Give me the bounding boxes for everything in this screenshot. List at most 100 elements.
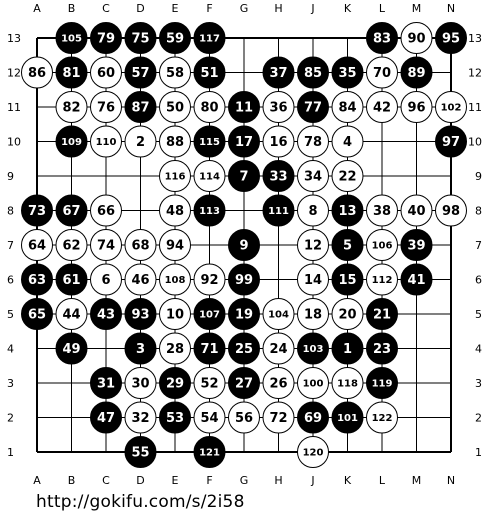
stone-disc [228,367,260,399]
stone-disc [124,436,157,468]
stone-disc [262,91,295,123]
stone-disc [400,56,433,89]
move-number: 50 [166,101,184,116]
column-label: C [102,2,110,15]
row-label: 6 [7,274,14,287]
stone-disc [331,401,364,434]
white-stone: 4 [331,125,364,158]
move-number: 61 [62,273,80,288]
move-number: 35 [338,66,356,81]
stone-disc [21,263,53,296]
stone-disc [90,56,122,89]
stone-disc [400,194,433,227]
move-number: 29 [166,377,184,392]
stone-disc [55,56,88,89]
stone-disc [90,91,122,123]
row-label: 13 [468,32,482,45]
black-stone: 37 [262,56,295,89]
stone-disc [193,367,226,399]
stone-disc [55,332,88,365]
stone-disc [124,91,157,123]
stone-disc [262,298,295,330]
stone-disc [90,298,122,330]
move-number: 81 [62,66,80,81]
stone-disc [124,332,157,365]
stone-disc [366,91,398,123]
row-label: 12 [7,67,21,80]
white-stone: 114 [193,160,226,192]
stone-disc [228,160,260,192]
move-number: 108 [165,275,186,286]
move-number: 13 [338,204,356,219]
stone-disc [90,401,122,434]
row-label: 8 [475,205,482,218]
column-label: G [240,2,249,15]
move-number: 43 [97,308,115,323]
row-label: 9 [7,170,14,183]
white-stone: 38 [366,194,398,227]
move-number: 116 [165,172,186,183]
move-number: 21 [373,308,391,323]
move-number: 80 [200,101,218,116]
white-stone: 96 [400,91,433,123]
stone-disc [193,91,226,123]
move-number: 28 [166,342,184,357]
move-number: 62 [62,239,80,254]
move-number: 92 [200,273,218,288]
stone-disc [262,160,295,192]
row-label: 7 [475,239,482,252]
stone-disc [228,229,260,261]
stone-disc [366,229,398,261]
move-number: 16 [269,135,287,150]
move-number: 7 [239,170,248,185]
stone-disc [193,56,226,89]
move-number: 106 [372,241,393,252]
move-number: 70 [373,66,391,81]
stone-disc [435,22,467,54]
move-number: 26 [269,377,287,392]
move-number: 68 [131,239,149,254]
move-number: 112 [372,275,393,286]
move-number: 105 [61,34,82,45]
stone-disc [124,229,157,261]
stone-disc [159,401,191,434]
move-number: 58 [166,66,184,81]
stone-disc [366,367,398,399]
source-url[interactable]: http://gokifu.com/s/2i58 [36,492,245,512]
stone-disc [55,22,88,54]
white-stone: 44 [55,298,88,330]
move-number: 23 [373,342,391,357]
black-stone: 41 [400,263,433,296]
white-stone: 72 [262,401,295,434]
move-number: 46 [131,273,149,288]
white-stone: 80 [193,91,226,123]
move-number: 49 [62,342,80,357]
black-stone: 3 [124,332,157,365]
stone-disc [124,263,157,296]
move-number: 33 [269,170,287,185]
stone-disc [55,125,88,158]
column-label: E [172,474,179,487]
white-stone: 106 [366,229,398,261]
black-stone: 79 [90,22,122,54]
stone-disc [297,160,329,192]
stone-disc [262,401,295,434]
row-label: 12 [468,67,482,80]
move-number: 32 [131,411,149,426]
column-label: C [102,474,110,487]
row-label: 1 [475,446,482,459]
stone-disc [435,125,467,158]
move-number: 71 [200,342,218,357]
white-stone: 84 [331,91,364,123]
white-stone: 78 [297,125,329,158]
column-label: H [274,474,282,487]
white-stone: 54 [193,401,226,434]
stone-disc [297,229,329,261]
white-stone: 116 [159,160,191,192]
move-number: 119 [372,379,393,390]
move-number: 96 [407,101,425,116]
black-stone: 13 [331,194,364,227]
move-number: 42 [373,101,391,116]
